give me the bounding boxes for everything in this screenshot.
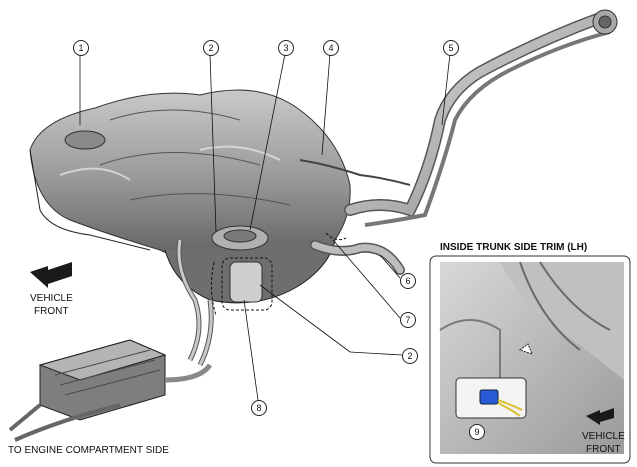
callout-4: 4 — [323, 40, 339, 56]
inset-title: INSIDE TRUNK SIDE TRIM (LH) — [440, 242, 588, 253]
fuel-tank — [29, 89, 351, 304]
vehicle-front-label-line1: VEHICLE — [30, 293, 73, 304]
callout-8: 8 — [251, 400, 267, 416]
callout-3: 3 — [278, 40, 294, 56]
vehicle-front-label-line2: FRONT — [34, 306, 69, 317]
inset-vehicle-front-line1: VEHICLE — [582, 431, 625, 442]
direction-arrow-icon — [30, 262, 72, 288]
inset-vehicle-front-line2: FRONT — [586, 444, 621, 455]
fuel-pump-module — [210, 232, 347, 316]
charcoal-canister — [8, 339, 213, 442]
direction-arrow-icon — [586, 408, 614, 425]
callout-7: 7 — [400, 312, 416, 328]
callout-9: 9 — [469, 424, 485, 440]
inset-panel — [429, 255, 631, 464]
callout-6: 6 — [400, 273, 416, 289]
callout-2-top: 2 — [203, 40, 219, 56]
vent-tubes — [176, 159, 411, 367]
engine-compartment-label: TO ENGINE COMPARTMENT SIDE — [8, 445, 169, 456]
fuel-filler-pipe — [310, 9, 618, 275]
callout-2-right: 2 — [402, 348, 418, 364]
callout-5: 5 — [443, 40, 459, 56]
callout-1: 1 — [73, 40, 89, 56]
